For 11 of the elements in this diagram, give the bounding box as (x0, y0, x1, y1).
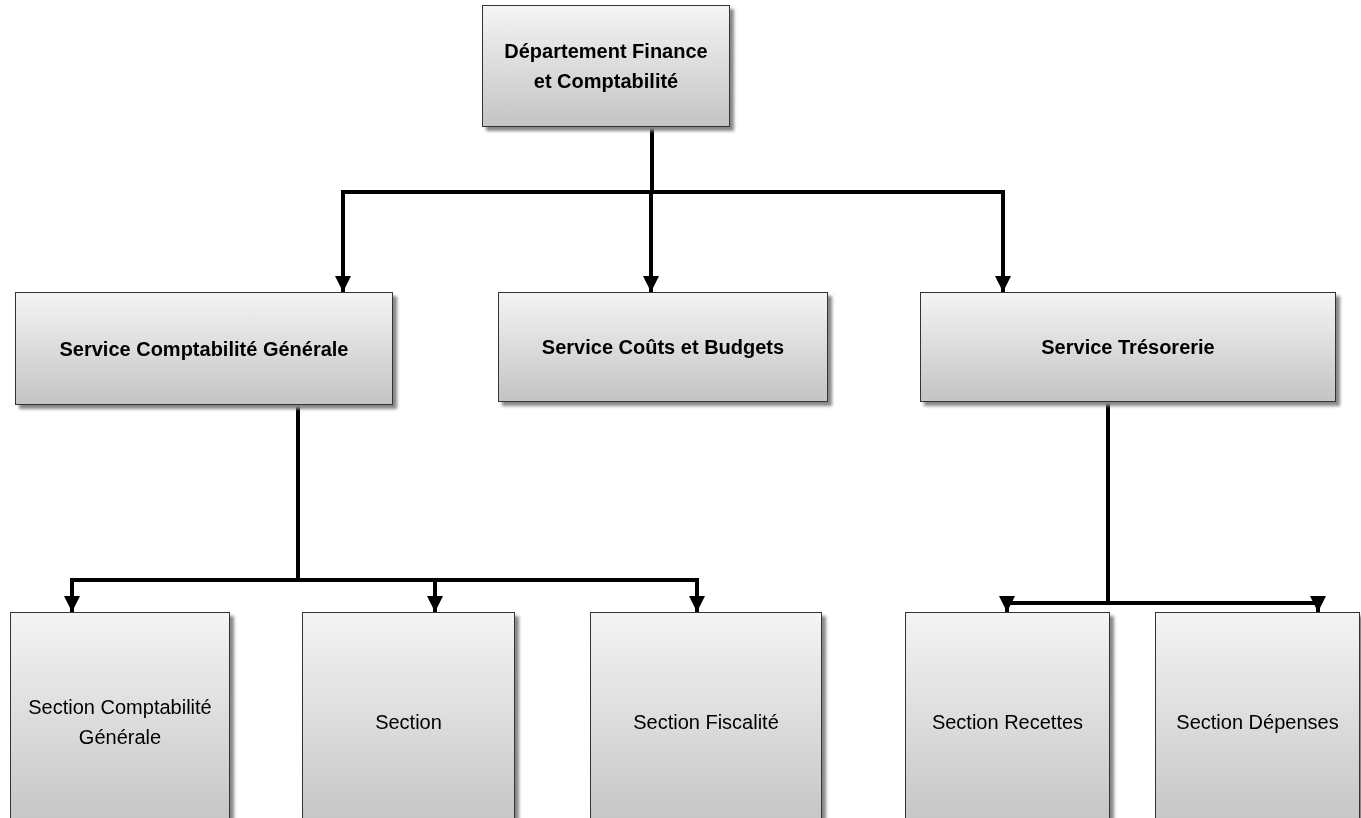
service-box: Service Coûts et Budgets (498, 292, 828, 402)
section-box: Section Dépenses (1155, 612, 1360, 818)
service-box: Département Finance et Comptabilité (482, 5, 730, 127)
service-box: Service Comptabilité Générale (15, 292, 393, 405)
arrow (1106, 402, 1326, 612)
section-box: Section Comptabilité Générale (10, 612, 230, 818)
service-box: Service Trésorerie (920, 292, 1336, 402)
section-box: Section Recettes (905, 612, 1110, 818)
section-box: Section (302, 612, 515, 818)
section-box: Section Fiscalité (590, 612, 822, 818)
arrow (650, 127, 1011, 292)
